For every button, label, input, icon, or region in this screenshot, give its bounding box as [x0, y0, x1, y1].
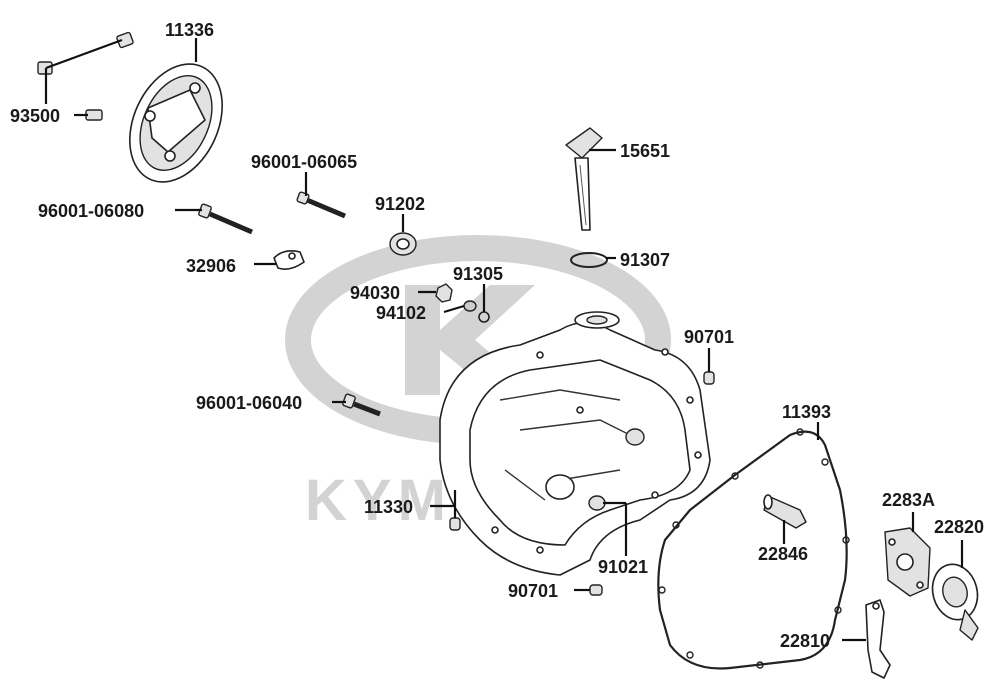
label-94030: 94030 — [350, 283, 401, 303]
dowel-pin-11330-side — [449, 517, 461, 531]
label-96001-06080: 96001-06080 — [38, 201, 145, 221]
bracket-32906 — [273, 250, 305, 270]
oil-seal-91202 — [389, 232, 417, 256]
bolt-96001-06080 — [198, 203, 253, 235]
label-11330: 11330 — [364, 497, 414, 517]
lever-22810 — [865, 599, 891, 679]
washer-94102 — [463, 300, 477, 312]
oil-dipstick-15651 — [565, 127, 603, 231]
label-91202: 91202 — [375, 194, 426, 214]
label-91305: 91305 — [453, 264, 504, 284]
label-32906: 32906 — [186, 256, 237, 276]
pump-housing-2283A — [884, 527, 931, 597]
label-96001-06065: 96001-06065 — [251, 152, 358, 172]
label-11336: 11336 — [165, 20, 215, 40]
bolt-93500-lower — [85, 109, 103, 121]
label-15651: 15651 — [620, 141, 671, 161]
label-2283A: 2283A — [882, 490, 936, 510]
bolt-96001-06065 — [296, 191, 346, 219]
label-22846: 22846 — [758, 544, 809, 564]
label-96001-06040: 96001-06040 — [196, 393, 303, 413]
crankcase-cover-11330 — [439, 311, 711, 576]
label-90701-bottom: 90701 — [508, 581, 559, 601]
shaft-22846 — [763, 494, 807, 529]
label-94102: 94102 — [376, 303, 427, 323]
pump-assembly-22820 — [931, 563, 979, 641]
label-22810: 22810 — [780, 631, 831, 651]
label-91021: 91021 — [598, 557, 649, 577]
label-90701-top: 90701 — [684, 327, 735, 347]
o-ring-91307 — [570, 252, 608, 268]
bolt-96001-06040 — [342, 393, 381, 417]
gasket-holes — [658, 428, 850, 669]
dowel-pin-90701-bottom — [589, 584, 603, 596]
label-93500: 93500 — [10, 106, 61, 126]
label-22820: 22820 — [934, 517, 985, 537]
label-11393: 11393 — [782, 402, 832, 422]
dowel-pin-90701-top — [703, 371, 715, 385]
cover-plate-11336 — [128, 63, 224, 183]
leader-lines — [44, 38, 964, 642]
nut-94030 — [435, 283, 453, 303]
gasket-11393 — [657, 430, 848, 670]
label-91307: 91307 — [620, 250, 671, 270]
